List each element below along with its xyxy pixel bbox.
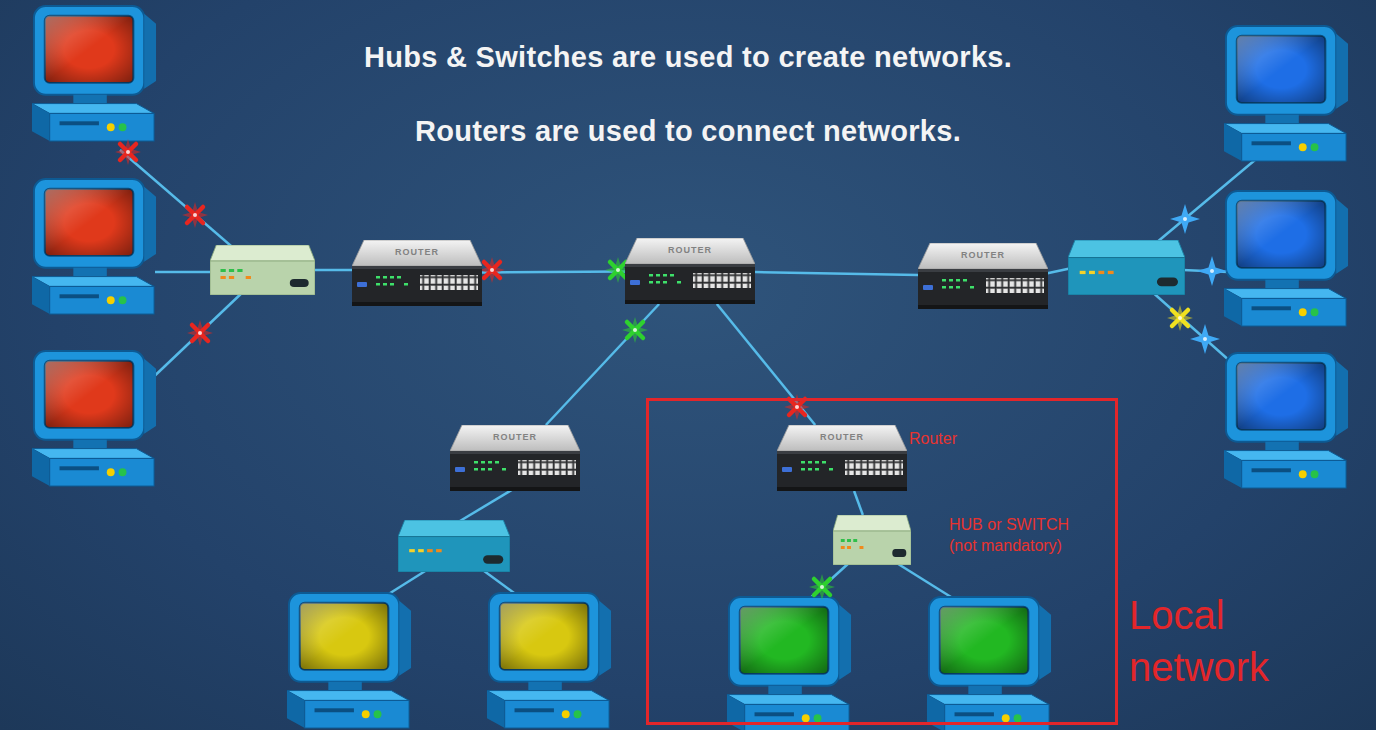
switch-device xyxy=(1068,240,1185,295)
device-brand: ROUTER xyxy=(493,432,537,443)
cable xyxy=(145,290,245,385)
packet-marker xyxy=(1190,324,1220,354)
local-network-region: Local networkROUTERRouterHUB or SWITCH (… xyxy=(646,398,1118,725)
annotation-note: HUB or SWITCH (not mandatory) xyxy=(949,515,1089,557)
computer xyxy=(32,6,156,141)
computer xyxy=(487,593,611,728)
computer xyxy=(1224,26,1348,161)
computer xyxy=(1224,353,1348,488)
cable xyxy=(455,488,515,524)
cable xyxy=(1044,268,1072,274)
packet-marker xyxy=(115,139,141,165)
router-device: ROUTERRouter xyxy=(777,425,907,491)
slide-title: Hubs & Switches are used to create netwo… xyxy=(0,40,1376,75)
computer xyxy=(32,351,156,486)
router-device: ROUTER xyxy=(352,240,482,306)
packet-marker xyxy=(479,257,505,283)
router-picture xyxy=(777,425,907,491)
network-link xyxy=(482,271,625,272)
packet-marker xyxy=(182,202,208,228)
cable-lines xyxy=(120,150,1255,612)
router-picture xyxy=(450,425,580,491)
switch-device xyxy=(398,520,510,572)
router-picture xyxy=(352,240,482,306)
cable xyxy=(155,271,212,274)
router-device: ROUTER xyxy=(625,238,755,304)
hub-graphic xyxy=(833,515,911,565)
network-link xyxy=(546,304,659,425)
router-picture xyxy=(625,238,755,304)
router-device: ROUTER xyxy=(450,425,580,491)
region-label: Local network xyxy=(1129,589,1319,693)
network-link xyxy=(854,491,863,515)
computer xyxy=(32,179,156,314)
slide-subtitle: Routers are used to connect networks. xyxy=(0,114,1376,149)
packet-marker xyxy=(1170,204,1200,234)
computer xyxy=(287,593,411,728)
hub-switch-device: HUB or SWITCH (not mandatory) xyxy=(833,515,911,565)
device-brand: ROUTER xyxy=(820,432,864,443)
device-brand: ROUTER xyxy=(961,250,1005,261)
computer xyxy=(1224,191,1348,326)
hub-device xyxy=(210,245,315,295)
packet-marker xyxy=(1197,256,1227,286)
packet-marker xyxy=(622,317,648,343)
computer xyxy=(927,597,1051,730)
device-brand: ROUTER xyxy=(395,247,439,258)
device-brand: ROUTER xyxy=(668,245,712,256)
packet-marker xyxy=(809,574,835,600)
router-picture xyxy=(918,243,1048,309)
annotation-note: Router xyxy=(909,429,957,450)
hub-picture xyxy=(833,515,911,565)
router-device: ROUTER xyxy=(918,243,1048,309)
cable xyxy=(312,269,356,272)
packet-marker xyxy=(1167,305,1193,331)
network-link xyxy=(755,272,918,275)
computer xyxy=(727,597,851,730)
packet-marker xyxy=(187,320,213,346)
network-link xyxy=(717,304,815,425)
